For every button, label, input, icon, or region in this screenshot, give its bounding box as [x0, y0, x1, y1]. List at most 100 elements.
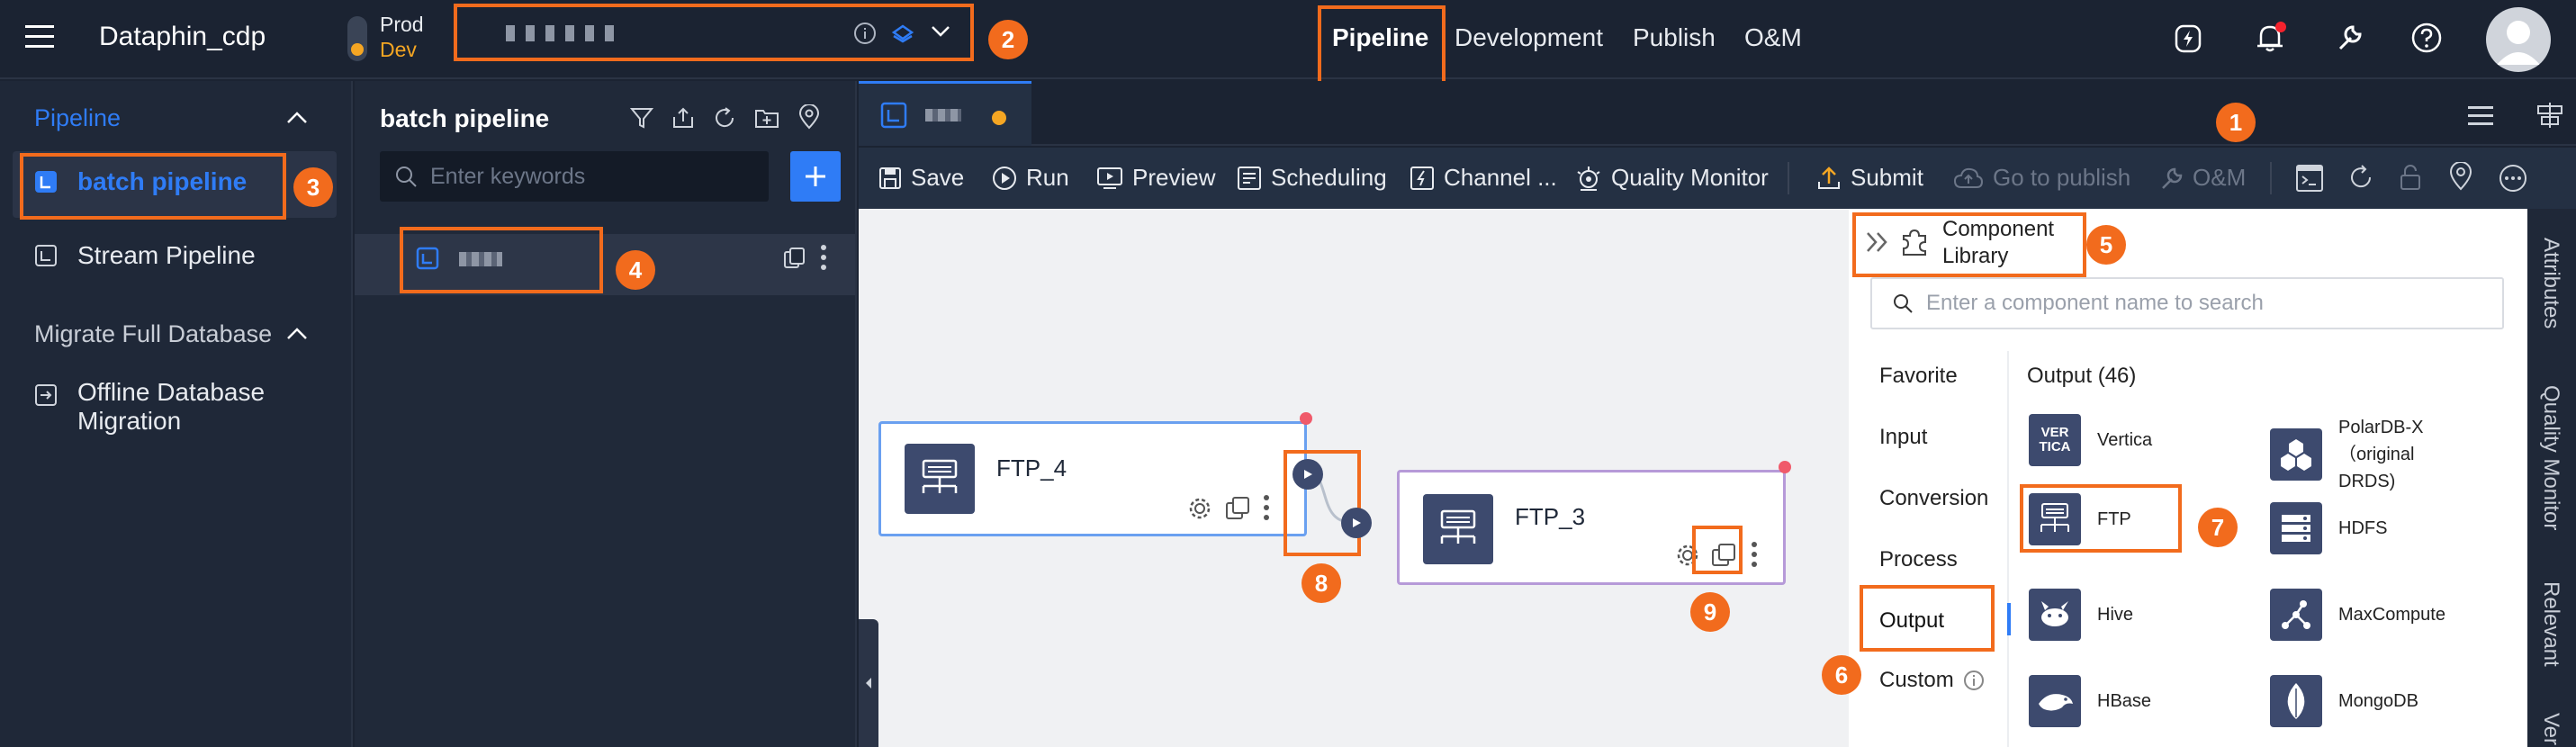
tree-search-input[interactable]: Enter keywords	[380, 151, 769, 202]
category-custom[interactable]: Custom	[1879, 668, 1985, 693]
category-custom-label: Custom	[1879, 668, 1954, 692]
topnav-publish[interactable]: Publish	[1633, 23, 1716, 51]
topnav-development[interactable]: Development	[1455, 23, 1603, 51]
filter-icon[interactable]	[630, 106, 653, 130]
category-favorite[interactable]: Favorite	[1879, 364, 1958, 388]
location-icon[interactable]	[797, 104, 821, 130]
component-hbase[interactable]: HBase	[2029, 675, 2151, 727]
pipeline-item-highlight	[400, 227, 603, 293]
node-title: FTP_3	[1515, 503, 1586, 530]
env-toggle[interactable]	[347, 16, 367, 61]
category-input[interactable]: Input	[1879, 425, 1928, 449]
component-library-panel: Component Library 5 Enter a component na…	[1822, 209, 2527, 747]
go-to-publish-button[interactable]: Go to publish	[1953, 164, 2130, 192]
lightning-icon[interactable]	[2173, 23, 2203, 54]
tab-pipeline-active[interactable]	[859, 81, 1031, 146]
rail-attributes[interactable]: Attributes	[2539, 238, 2563, 329]
om-button[interactable]: O&M	[2158, 164, 2246, 192]
duplicate-icon[interactable]	[1225, 496, 1250, 521]
info-icon[interactable]	[853, 22, 877, 45]
component-library-title: Component Library	[1942, 217, 2055, 268]
topnav-pipeline[interactable]: Pipeline	[1332, 23, 1429, 51]
new-folder-icon[interactable]	[754, 106, 779, 130]
wrench-icon[interactable]	[2333, 22, 2365, 54]
topnav-om[interactable]: O&M	[1744, 23, 1802, 51]
project-selector[interactable]	[461, 9, 967, 56]
chevron-up-icon[interactable]	[286, 328, 308, 340]
add-button[interactable]	[790, 151, 841, 202]
pipeline-section-title[interactable]: Pipeline	[34, 104, 122, 131]
sidebar-item-label: batch pipeline	[77, 167, 248, 195]
align-icon[interactable]	[2535, 101, 2565, 130]
duplicate-icon[interactable]	[1711, 543, 1736, 568]
sidebar-item-stream-pipeline[interactable]: Stream Pipeline	[34, 241, 256, 270]
input-port[interactable]	[1341, 508, 1372, 538]
submit-button[interactable]: Submit	[1816, 164, 1923, 192]
export-icon[interactable]	[671, 106, 695, 130]
category-conversion[interactable]: Conversion	[1879, 486, 1989, 510]
hamburger-menu-icon[interactable]	[25, 23, 54, 50]
node-title: FTP_4	[996, 454, 1067, 482]
scheduling-button[interactable]: Scheduling	[1237, 164, 1387, 192]
terminal-icon[interactable]	[2295, 164, 2324, 193]
location-pin-icon[interactable]	[2448, 162, 2473, 191]
channel-button[interactable]: Channel ...	[1410, 164, 1557, 192]
lock-icon[interactable]	[2398, 164, 2423, 191]
component-search-input[interactable]: Enter a component name to search	[1870, 277, 2504, 329]
batch-pipeline-icon	[34, 170, 58, 194]
search-placeholder: Enter a component name to search	[1926, 291, 2264, 315]
node-ftp-4[interactable]: FTP_4	[878, 421, 1307, 536]
collapse-handle[interactable]	[859, 619, 878, 747]
settings-highlight	[1692, 526, 1743, 574]
component-ftp[interactable]: FTP	[2029, 493, 2131, 545]
info-icon[interactable]	[1963, 670, 1985, 691]
preview-icon	[1097, 166, 1122, 189]
list-menu-icon[interactable]	[2468, 104, 2493, 126]
notification-bell-icon[interactable]	[2254, 22, 2286, 54]
more-vertical-icon[interactable]	[1751, 541, 1758, 568]
component-hive[interactable]: Hive	[2029, 589, 2133, 641]
quality-monitor-button[interactable]: Quality Monitor	[1575, 164, 1769, 192]
connection-highlight	[1283, 450, 1361, 556]
component-label: FTP	[2097, 508, 2131, 529]
channel-icon	[1410, 166, 1434, 190]
more-vertical-icon[interactable]	[1263, 494, 1270, 521]
pipeline-tab-icon	[880, 102, 907, 129]
chevron-down-icon[interactable]	[931, 25, 950, 38]
user-avatar[interactable]	[2486, 7, 2551, 72]
settings-gear-icon[interactable]	[1187, 496, 1212, 521]
more-horizontal-icon[interactable]	[2499, 164, 2527, 193]
rail-version[interactable]: Ver	[2539, 713, 2563, 746]
rail-quality-monitor[interactable]: Quality Monitor	[2539, 385, 2563, 531]
double-chevron-icon[interactable]	[1865, 230, 1890, 254]
mongodb-icon	[2270, 675, 2322, 727]
rail-relevant[interactable]: Relevant	[2539, 581, 2563, 667]
chevron-up-icon[interactable]	[286, 112, 308, 124]
category-process[interactable]: Process	[1879, 547, 1958, 572]
preview-button[interactable]: Preview	[1096, 164, 1215, 192]
save-button[interactable]: Save	[878, 164, 964, 192]
run-button[interactable]: Run	[992, 164, 1069, 192]
migrate-section-title[interactable]: Migrate Full Database	[34, 320, 273, 347]
refresh-icon[interactable]	[2347, 164, 2374, 191]
copy-icon[interactable]	[783, 247, 806, 270]
more-vertical-icon[interactable]	[819, 243, 828, 274]
sidebar-item-batch-pipeline[interactable]: batch pipeline	[34, 167, 247, 196]
output-port[interactable]	[1293, 459, 1323, 490]
pipeline-canvas[interactable]: FTP_4 8 FTP_3 9	[859, 209, 1849, 747]
maxcompute-icon	[2270, 589, 2322, 641]
component-mongodb[interactable]: MongoDB	[2270, 675, 2418, 727]
component-hdfs[interactable]: HDFS	[2270, 502, 2387, 554]
output-category-highlight	[1860, 585, 1995, 652]
refresh-icon[interactable]	[713, 106, 736, 130]
editor-toolbar: Save Run Preview Scheduling Channel ... …	[859, 148, 2576, 209]
tab-name-redacted	[925, 109, 961, 122]
project-selector-highlight	[454, 4, 974, 61]
component-label: MaxCompute	[2338, 604, 2445, 625]
component-maxcompute[interactable]: MaxCompute	[2270, 589, 2445, 641]
category-output[interactable]: Output	[1879, 608, 1945, 633]
help-icon[interactable]	[2410, 22, 2443, 54]
component-polardb[interactable]: PolarDB-X（original DRDS)	[2270, 414, 2473, 495]
hive-icon	[2029, 589, 2081, 641]
